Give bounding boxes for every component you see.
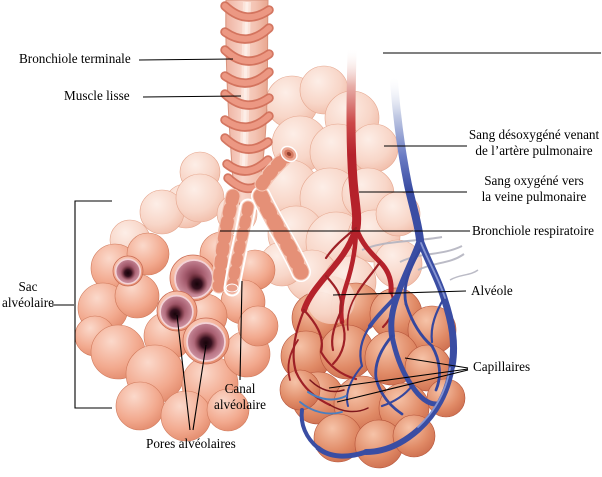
open-alveolus — [112, 255, 144, 287]
alveolar-pore — [165, 304, 185, 324]
leader-pores-2 — [192, 344, 207, 431]
label-canal-alveolaire: Canal alvéolaire — [214, 381, 266, 412]
leader-muscle-lisse — [142, 95, 242, 98]
sac-alveolaire-bracket — [74, 200, 112, 409]
label-bronchiole-respiratoire: Bronchiole respiratoire — [472, 223, 594, 238]
open-alveolus — [182, 317, 230, 365]
leader-capillaires-1 — [404, 357, 469, 369]
alveolar-pore — [194, 331, 218, 355]
bronchiole-opening — [280, 145, 298, 163]
leader-capillaires-2 — [328, 368, 469, 389]
alveolar-pore — [186, 273, 208, 295]
label-pores-alveolaires: Pores alvéolaires — [146, 436, 236, 451]
bronchiole-terminale-tube — [220, 0, 274, 206]
leader-canal-alveolaire — [239, 280, 243, 381]
open-alveolus — [169, 254, 217, 302]
respiratory-bronchiole-branches — [211, 145, 311, 297]
open-alveolus — [156, 290, 198, 332]
label-muscle-lisse: Muscle lisse — [64, 88, 130, 103]
label-capillaires: Capillaires — [473, 359, 531, 374]
muscle-lisse-bands — [220, 1, 274, 194]
leader-bronchiole-terminale — [138, 58, 234, 61]
leader-alveole — [332, 290, 467, 296]
label-sac-alveolaire: Sac alvéolaire — [2, 279, 54, 310]
label-bronchiole-terminale: Bronchiole terminale — [19, 51, 131, 66]
label-alveole: Alvéole — [471, 283, 513, 298]
label-sang-oxygene: Sang oxygéné vers la veine pulmonaire — [481, 173, 587, 204]
alveolar-pore — [120, 265, 136, 281]
label-sang-desoxygene: Sang désoxygéné venant de l’artère pulmo… — [468, 127, 600, 158]
open-alveoli — [112, 254, 230, 365]
capillaries-blue — [299, 248, 446, 416]
leader-capillaires-3 — [336, 369, 469, 403]
leader-pores-1 — [176, 314, 191, 431]
leader-lines — [52, 52, 601, 431]
